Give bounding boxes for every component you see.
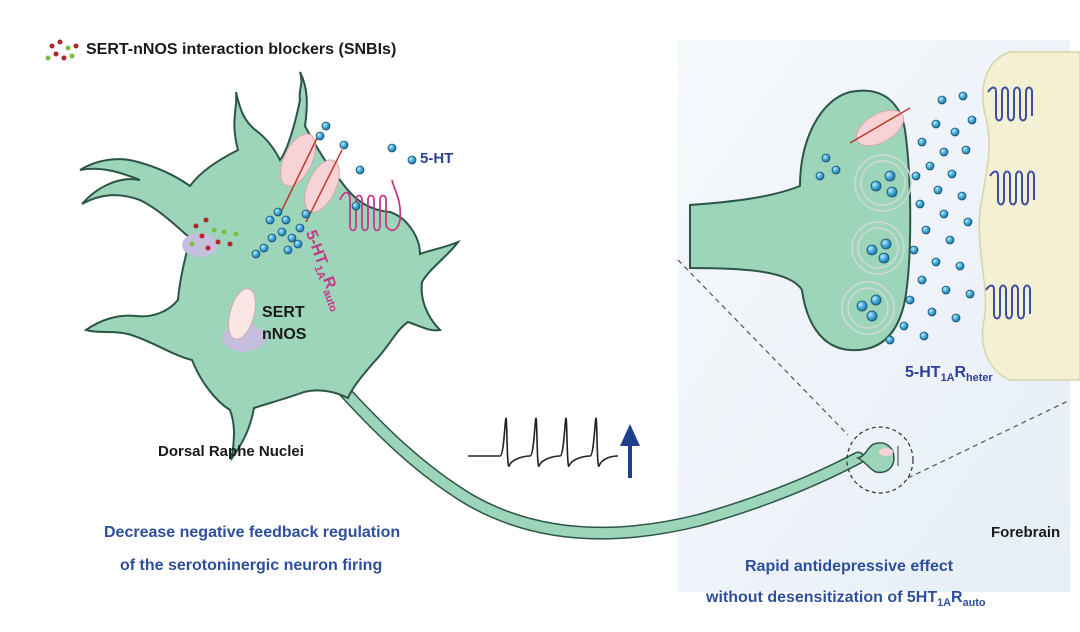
zoom-line-lower [907,399,1071,479]
sert-label: SERT [262,304,305,321]
nnos-complex-upper [182,233,218,257]
hetero-receptor-sub: 1A [940,371,955,384]
neuron-soma [79,71,461,462]
snbi-dots-icon [45,39,79,61]
zoom-line-upper [677,259,849,436]
postsynaptic-membrane [978,51,1080,381]
vesicle-rings [841,154,912,335]
hetero-receptor-r: R [954,364,967,381]
right-caption-sub: 1A [937,596,952,609]
serotonin-label: 5-HT [420,150,454,167]
right-caption-r: R [951,589,963,606]
hetero-receptor-base: 5-HT [905,364,941,381]
serotonin-key-icon [407,155,417,165]
auto-receptor [339,179,402,232]
left-caption-line1: Decrease negative feedback regulation [104,524,401,541]
hetero-receptor-rsub: heter [966,371,993,384]
serotonin-molecules-cleft [815,91,977,345]
axon-terminal [846,426,914,494]
left-caption-line2: of the serotoninergic neuron firing [120,557,383,574]
legend-text: SERT-nNOS interaction blockers (SNBIs) [86,41,397,58]
right-caption-prefix: without desensitization of 5HT [706,589,938,606]
hetero-receptors [985,86,1035,320]
dorsal-raphe-label: Dorsal Raphe Nuclei [158,443,304,460]
right-caption-line1: Rapid antidepressive effect [745,558,954,575]
snbi-molecules [189,217,239,251]
up-arrow-icon [620,424,640,478]
vesicles [856,170,898,322]
right-caption-line2: without desensitization of 5HT1ARauto [706,589,986,609]
action-potential-trace-icon [468,417,619,467]
hetero-receptor-label: 5-HT1ARheter [905,364,993,384]
sert-center [228,288,256,340]
nnos-label: nNOS [262,326,307,343]
forebrain-label: Forebrain [991,524,1061,541]
right-caption-rsub: auto [962,596,986,609]
serotonin-molecules-soma [251,121,397,259]
